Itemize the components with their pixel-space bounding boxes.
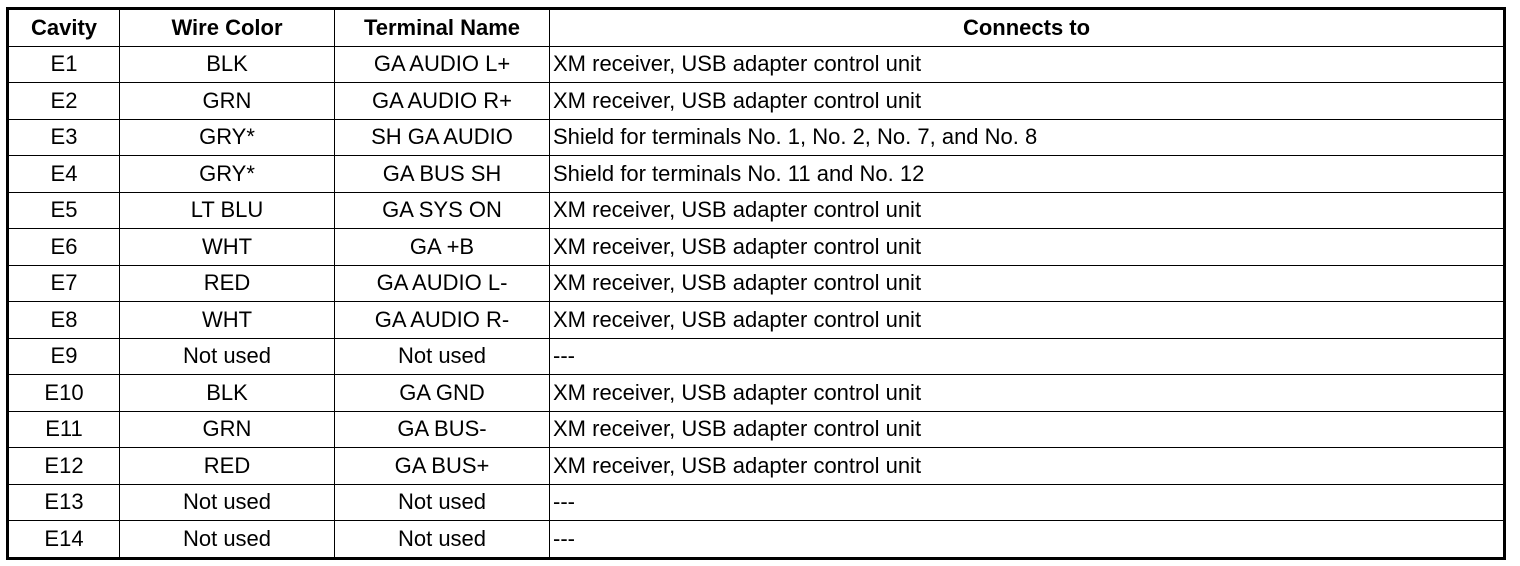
cell-terminal-name: Not used [334,337,550,375]
cell-cavity: E10 [7,374,120,412]
cell-connects-to: XM receiver, USB adapter control unit [549,264,1505,302]
cell-wire-color: Not used [119,483,335,521]
cell-connects-to: Shield for terminals No. 1, No. 2, No. 7… [549,118,1505,156]
table-row: E3 GRY* SH GA AUDIO Shield for terminals… [7,118,1505,156]
cell-connects-to: XM receiver, USB adapter control unit [549,301,1505,339]
cell-terminal-name: GA +B [334,228,550,266]
table-row: E13 Not used Not used --- [7,483,1505,521]
cell-cavity: E9 [7,337,120,375]
cell-wire-color: Not used [119,520,335,559]
cell-wire-color: GRN [119,82,335,120]
cell-cavity: E12 [7,447,120,485]
cell-terminal-name: GA AUDIO R- [334,301,550,339]
cell-terminal-name: Not used [334,520,550,559]
cell-wire-color: GRY* [119,118,335,156]
cell-wire-color: RED [119,264,335,302]
header-terminal-name: Terminal Name [334,8,550,47]
cell-wire-color: LT BLU [119,191,335,229]
header-row: Cavity Wire Color Terminal Name Connects… [7,8,1505,47]
cell-cavity: E5 [7,191,120,229]
table-row: E9 Not used Not used --- [7,337,1505,375]
header-wire-color: Wire Color [119,8,335,47]
cell-terminal-name: SH GA AUDIO [334,118,550,156]
cell-wire-color: RED [119,447,335,485]
table-row: E2 GRN GA AUDIO R+ XM receiver, USB adap… [7,82,1505,120]
cell-cavity: E8 [7,301,120,339]
table-row: E5 LT BLU GA SYS ON XM receiver, USB ada… [7,191,1505,229]
cell-wire-color: BLK [119,374,335,412]
header-cavity: Cavity [7,8,120,47]
table-row: E11 GRN GA BUS- XM receiver, USB adapter… [7,410,1505,448]
cell-cavity: E11 [7,410,120,448]
cell-terminal-name: GA GND [334,374,550,412]
cell-wire-color: Not used [119,337,335,375]
cell-connects-to: XM receiver, USB adapter control unit [549,410,1505,448]
cell-connects-to: Shield for terminals No. 11 and No. 12 [549,155,1505,193]
cell-terminal-name: GA BUS+ [334,447,550,485]
cell-connects-to: XM receiver, USB adapter control unit [549,45,1505,83]
cell-cavity: E4 [7,155,120,193]
cell-wire-color: BLK [119,45,335,83]
cell-cavity: E2 [7,82,120,120]
cell-connects-to: XM receiver, USB adapter control unit [549,82,1505,120]
cell-cavity: E1 [7,45,120,83]
cell-terminal-name: GA AUDIO L+ [334,45,550,83]
cell-cavity: E14 [7,520,120,559]
table-row: E7 RED GA AUDIO L- XM receiver, USB adap… [7,264,1505,302]
table-row: E14 Not used Not used --- [7,520,1505,559]
cell-cavity: E13 [7,483,120,521]
table-row: E10 BLK GA GND XM receiver, USB adapter … [7,374,1505,412]
header-connects-to: Connects to [549,8,1505,47]
cell-terminal-name: GA BUS SH [334,155,550,193]
cell-terminal-name: Not used [334,483,550,521]
table-row: E4 GRY* GA BUS SH Shield for terminals N… [7,155,1505,193]
cell-connects-to: XM receiver, USB adapter control unit [549,374,1505,412]
cell-connects-to: XM receiver, USB adapter control unit [549,447,1505,485]
cell-terminal-name: GA BUS- [334,410,550,448]
cell-connects-to: --- [549,483,1505,521]
cell-terminal-name: GA AUDIO L- [334,264,550,302]
table-row: E1 BLK GA AUDIO L+ XM receiver, USB adap… [7,45,1505,83]
table-row: E12 RED GA BUS+ XM receiver, USB adapter… [7,447,1505,485]
cell-terminal-name: GA SYS ON [334,191,550,229]
cell-cavity: E6 [7,228,120,266]
cell-cavity: E7 [7,264,120,302]
cell-connects-to: XM receiver, USB adapter control unit [549,228,1505,266]
cell-wire-color: WHT [119,301,335,339]
table-row: E6 WHT GA +B XM receiver, USB adapter co… [7,228,1505,266]
cell-connects-to: --- [549,337,1505,375]
connector-pinout-table: Cavity Wire Color Terminal Name Connects… [6,7,1506,560]
cell-wire-color: GRY* [119,155,335,193]
table-row: E8 WHT GA AUDIO R- XM receiver, USB adap… [7,301,1505,339]
cell-connects-to: XM receiver, USB adapter control unit [549,191,1505,229]
cell-wire-color: GRN [119,410,335,448]
cell-connects-to: --- [549,520,1505,559]
cell-wire-color: WHT [119,228,335,266]
cell-cavity: E3 [7,118,120,156]
cell-terminal-name: GA AUDIO R+ [334,82,550,120]
